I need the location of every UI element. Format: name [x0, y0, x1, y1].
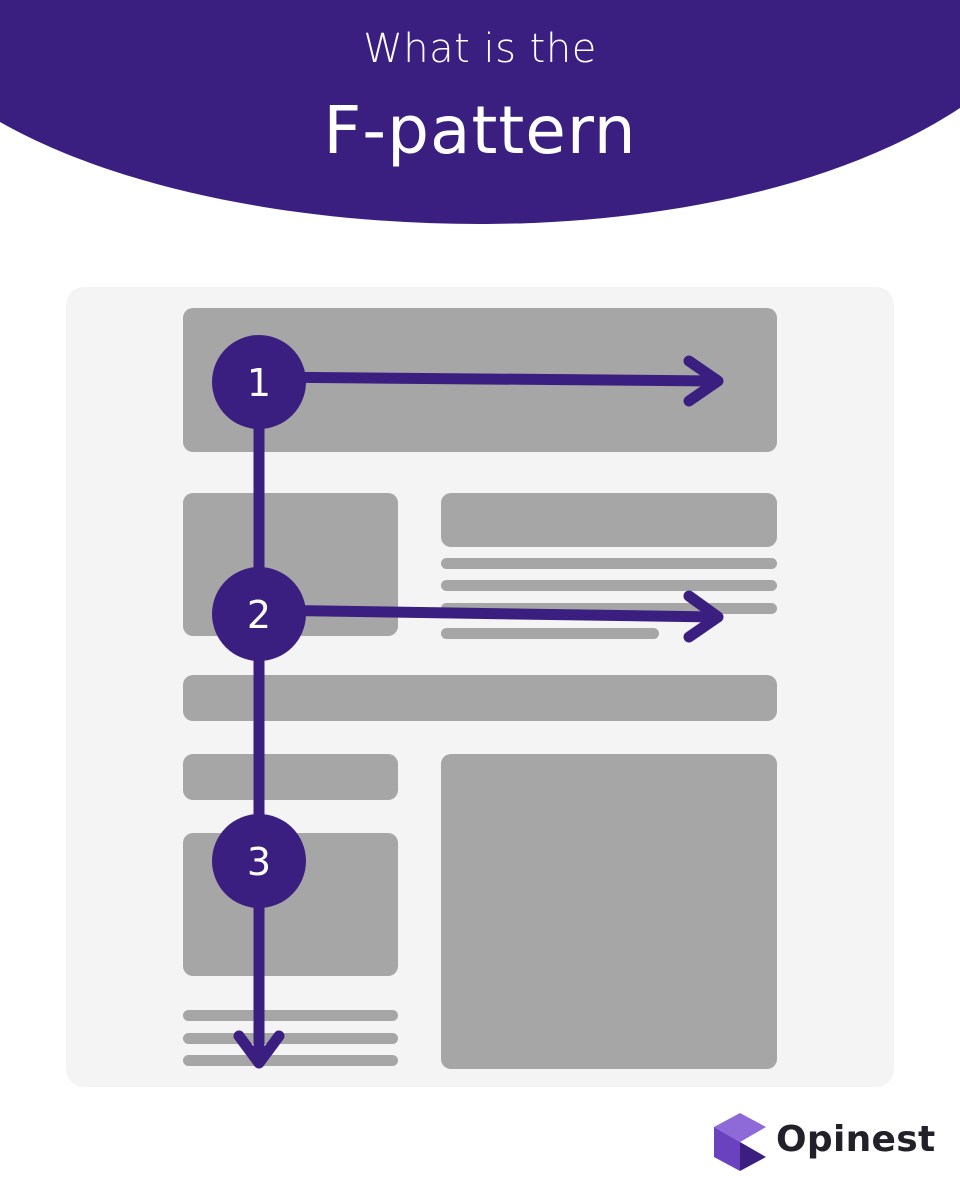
- text-line: [441, 603, 777, 614]
- step-marker-1: [212, 335, 306, 429]
- header-banner: [0, 0, 960, 224]
- arrow-down-icon: [233, 1030, 285, 1069]
- large-content-block: [441, 754, 777, 1069]
- wide-bar-block: [183, 675, 777, 721]
- step-label-3: 3: [247, 840, 271, 884]
- opinest-logo-icon: [714, 1113, 766, 1171]
- header-subtitle: What is the: [363, 26, 597, 72]
- brand-logo: Opinest: [714, 1113, 936, 1175]
- arrow-right-icon: [683, 590, 724, 643]
- text-line: [183, 1010, 398, 1021]
- arrow-right-icon: [683, 355, 724, 407]
- header-title: F-pattern: [323, 92, 637, 169]
- text-line: [183, 1055, 398, 1066]
- step-marker-2: [212, 567, 306, 661]
- heading-block: [441, 493, 777, 547]
- small-heading-block: [183, 754, 398, 800]
- brand-name: Opinest: [776, 1119, 936, 1160]
- scan-line-2: [253, 604, 722, 623]
- text-line: [441, 580, 777, 591]
- text-line: [441, 558, 777, 569]
- step-label-1: 1: [247, 361, 271, 405]
- step-marker-3: [212, 814, 306, 908]
- scan-line-1: [253, 371, 722, 387]
- text-line: [183, 1033, 398, 1044]
- text-line: [441, 628, 659, 639]
- step-label-2: 2: [247, 593, 271, 637]
